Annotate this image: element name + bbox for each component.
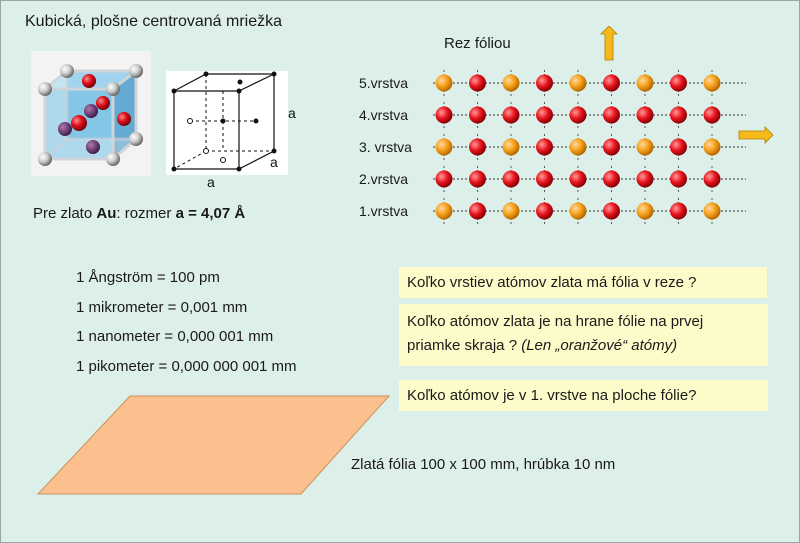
cube-edge-label-right: a — [288, 105, 296, 121]
atom-red — [670, 74, 687, 92]
question-2-note: (Len „oranžové“ atómy) — [521, 337, 678, 354]
question-3: Koľko atómov je v 1. vrstve na ploche fó… — [407, 387, 697, 404]
atom-red — [536, 74, 553, 92]
cube-edge-label-bottom: a — [207, 174, 215, 189]
atom-red — [469, 138, 486, 156]
atom-red — [603, 138, 620, 156]
atom-red — [502, 106, 520, 124]
fcc-cube-3d-illustration — [31, 51, 151, 176]
foil-caption: Zlatá fólia 100 x 100 mm, hrúbka 10 nm — [351, 456, 616, 473]
atom-orange — [569, 138, 587, 156]
atom-orange — [636, 74, 654, 92]
atom-orange — [703, 74, 721, 92]
layer-label: 4.vrstva — [359, 107, 408, 123]
atom-red — [603, 202, 620, 220]
conversion-picometer: 1 pikometer = 0,000 000 001 mm — [76, 358, 297, 375]
atom-red — [670, 170, 687, 188]
atom-orange — [636, 202, 654, 220]
question-box-3: Koľko atómov je v 1. vrstve na ploche fó… — [399, 380, 768, 411]
atom-orange — [502, 138, 520, 156]
atom-red — [703, 106, 721, 124]
section-title: Rez fóliou — [444, 35, 511, 52]
atom-red — [469, 202, 486, 220]
atom-orange — [502, 74, 520, 92]
atom-red — [670, 202, 687, 220]
atom-red — [536, 106, 553, 124]
gold-dimension-line: Pre zlato Au: rozmer a = 4,07 Å — [33, 205, 245, 222]
atom-red — [603, 74, 620, 92]
atom-red — [569, 170, 587, 188]
atom-red — [670, 106, 687, 124]
atom-orange — [569, 74, 587, 92]
atom-red — [703, 170, 721, 188]
atom-red — [536, 202, 553, 220]
atom-red — [469, 74, 486, 92]
atom-red — [603, 106, 620, 124]
layer-label: 2.vrstva — [359, 171, 408, 187]
atom-red — [636, 170, 654, 188]
cube-edge-label-back: a — [270, 154, 278, 170]
fcc-cube-line-diagram: a a a — [166, 71, 296, 189]
gold-middle: : rozmer — [116, 205, 176, 222]
atom-orange — [703, 202, 721, 220]
layer-label: 5.vrstva — [359, 75, 408, 91]
atom-red — [469, 106, 486, 124]
atom-orange — [435, 74, 453, 92]
gold-lattice-constant: a = 4,07 Å — [175, 205, 246, 222]
atom-red — [636, 106, 654, 124]
atom-red — [536, 170, 553, 188]
gold-prefix: Pre zlato — [33, 205, 97, 222]
atom-red — [469, 170, 486, 188]
arrow-right-icon — [738, 126, 774, 144]
conversion-angstrom: 1 Ångström = 100 pm — [76, 269, 220, 286]
question-2-line-2: priamke skraja ? (Len „oranžové“ atómy) — [407, 334, 760, 358]
atom-orange — [502, 202, 520, 220]
atom-red — [569, 106, 587, 124]
atom-red — [502, 170, 520, 188]
atom-orange — [636, 138, 654, 156]
atom-orange — [703, 138, 721, 156]
slide-title: Kubická, plošne centrovaná mriežka — [25, 13, 283, 30]
atom-orange — [435, 138, 453, 156]
gold-foil-illustration — [36, 395, 391, 495]
atom-red — [536, 138, 553, 156]
gold-element: Au — [96, 205, 117, 222]
atom-red — [670, 138, 687, 156]
question-box-2: Koľko atómov zlata je na hrane fólie na … — [399, 304, 768, 366]
conversion-nanometer: 1 nanometer = 0,000 001 mm — [76, 328, 274, 345]
question-1: Koľko vrstiev atómov zlata má fólia v re… — [407, 274, 697, 291]
foil-cross-section: 5.vrstva 4.vrstva 3. vrstva 2.vrstva 1.vrstv… — [359, 26, 774, 224]
layer-label: 3. vrstva — [359, 139, 412, 155]
atom-orange — [569, 202, 587, 220]
layer-label: 1.vrstva — [359, 203, 408, 219]
arrow-up-icon — [600, 26, 618, 61]
atom-red — [435, 170, 453, 188]
atom-red — [435, 106, 453, 124]
question-2-text: priamke skraja ? — [407, 337, 522, 354]
question-2-line-1: Koľko atómov zlata je na hrane fólie na … — [407, 313, 704, 330]
atom-red — [603, 170, 620, 188]
conversion-micrometer: 1 mikrometer = 0,001 mm — [76, 299, 248, 316]
atom-orange — [435, 202, 453, 220]
question-box-1: Koľko vrstiev atómov zlata má fólia v re… — [399, 267, 767, 298]
